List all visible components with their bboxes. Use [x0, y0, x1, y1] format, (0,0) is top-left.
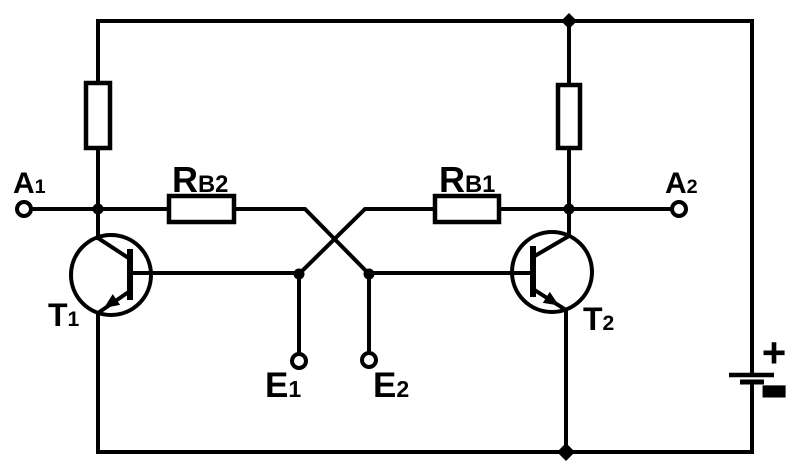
junction-top-rail — [561, 13, 577, 29]
transistor-t1-label: T1 — [48, 297, 80, 333]
junction-t2-base — [363, 268, 375, 280]
junction-bottom-rail — [557, 443, 575, 461]
terminal-e1-label: E1 — [265, 366, 301, 405]
terminal-a2: A2 — [567, 167, 698, 218]
load-resistor-left — [83, 80, 113, 240]
collector-lead — [530, 233, 572, 260]
terminal-a1-node — [15, 200, 33, 218]
terminal-e2-node — [360, 351, 378, 369]
transistor-t2-label: T2 — [583, 301, 614, 337]
cross-coupling-wire — [232, 207, 372, 277]
cross-coupling-wire — [296, 207, 437, 277]
terminal-a1-label: A1 — [13, 167, 46, 200]
collector-lead — [95, 235, 133, 262]
battery-minus-label: − — [761, 327, 788, 451]
junction-dots — [92, 13, 577, 461]
resistor-rb2: RB2 — [96, 159, 372, 277]
resistor-body — [83, 80, 113, 151]
terminal-e2-label: E2 — [373, 366, 409, 405]
resistor-rb2-label: RB2 — [172, 159, 228, 200]
bottom-rail-wire — [96, 311, 754, 454]
junction-a1-node — [92, 203, 104, 215]
load-resistor-right — [555, 19, 583, 238]
battery: + − — [729, 327, 787, 451]
transistor-t2: T2 — [367, 230, 614, 454]
terminal-e1-node — [290, 352, 308, 370]
top-rail-wire — [96, 19, 754, 375]
terminal-e2: E2 — [360, 272, 409, 405]
terminal-a1: A1 — [13, 167, 100, 218]
terminal-a2-label: A2 — [665, 167, 698, 200]
resistor-rb1-label: RB1 — [439, 159, 495, 200]
emitter-arrow-icon — [542, 291, 559, 306]
junction-t1-base — [293, 268, 305, 280]
battery-plus-label: + — [762, 329, 787, 376]
emitter-arrow-icon — [104, 294, 121, 308]
battery-minus-wrap: − — [761, 327, 788, 451]
transistor-t1: T1 — [48, 233, 301, 333]
resistor-body — [555, 82, 583, 151]
junction-a2-node — [563, 203, 575, 215]
terminal-a2-node — [670, 200, 688, 218]
resistor-body — [432, 193, 502, 225]
resistor-rb1: RB1 — [296, 159, 571, 277]
terminal-e1: E1 — [265, 272, 308, 405]
power-rails — [96, 19, 754, 454]
